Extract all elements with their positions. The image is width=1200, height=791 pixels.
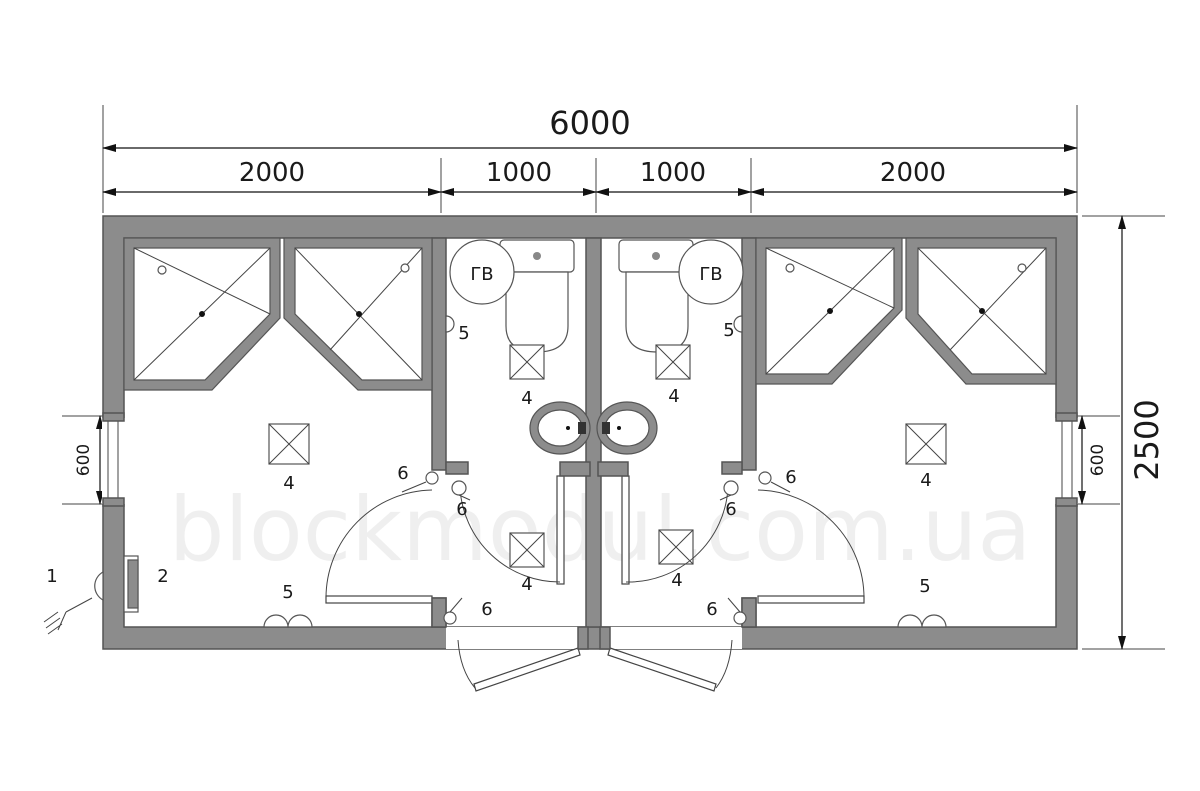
- marker-6-right-c: 6: [706, 599, 717, 620]
- marker-5-right-room: 5: [919, 576, 930, 597]
- marker-6-left-c: 6: [481, 599, 492, 620]
- marker-6-right-b: 6: [725, 499, 736, 520]
- left-window: [102, 412, 126, 507]
- marker-4-right-wc-bottom: 4: [671, 570, 682, 591]
- marker-4-right-room: 4: [920, 470, 931, 491]
- washbasin-left: [529, 401, 591, 455]
- dim-left-room: 2000: [239, 158, 305, 188]
- door-entrance-left: [446, 626, 589, 692]
- toilet-left: [499, 239, 575, 353]
- shower-cabin-1: [123, 237, 281, 391]
- dimension-lines: [62, 105, 1165, 650]
- door-jambs: [431, 461, 757, 628]
- door-left-wc: [459, 461, 591, 585]
- marker-4-left-room: 4: [283, 473, 294, 494]
- dim-total-width: 6000: [549, 104, 630, 142]
- dim-left-wc: 1000: [486, 158, 552, 188]
- door-right-wc: [597, 461, 729, 585]
- marker-labels: 1 2 4 4 4 4 4 4 5 5 5 5 6 6 6 6 6 6: [46, 320, 931, 620]
- drain-boxes: [268, 344, 947, 568]
- water-heater-right-label: ГВ: [699, 264, 722, 285]
- marker-6-right-a: 6: [785, 467, 796, 488]
- shower-cabin-4: [905, 237, 1057, 385]
- electrical-panel: [123, 555, 139, 613]
- marker-6-left-a: 6: [397, 463, 408, 484]
- switches: [263, 315, 947, 628]
- water-heater-right: ГВ: [678, 239, 744, 305]
- washbasin-right: [596, 401, 658, 455]
- dim-right-wc: 1000: [640, 158, 706, 188]
- shower-cabin-2: [283, 237, 433, 391]
- marker-5-left-wc: 5: [458, 323, 469, 344]
- marker-5-left-room: 5: [282, 582, 293, 603]
- shower-cabin-3: [755, 237, 903, 385]
- right-window: [1054, 412, 1078, 507]
- marker-4-left-wc-top: 4: [521, 388, 532, 409]
- marker-4-right-wc-top: 4: [668, 386, 679, 407]
- dim-right-room: 2000: [880, 158, 946, 188]
- marker-2: 2: [157, 566, 168, 587]
- dim-height: 2500: [1128, 399, 1166, 480]
- door-right-room: [757, 489, 865, 604]
- dim-right-window: 600: [1088, 444, 1108, 476]
- power-input: [43, 570, 104, 635]
- water-heater-left-label: ГВ: [470, 264, 493, 285]
- door-entrance-right: [599, 626, 742, 692]
- water-heater-left: ГВ: [449, 239, 515, 305]
- toilet-right: [618, 239, 694, 353]
- marker-5-right-wc: 5: [723, 320, 734, 341]
- marker-6-left-b: 6: [456, 499, 467, 520]
- marker-1: 1: [46, 566, 57, 587]
- dim-left-window: 600: [74, 444, 94, 476]
- marker-4-left-wc-bottom: 4: [521, 574, 532, 595]
